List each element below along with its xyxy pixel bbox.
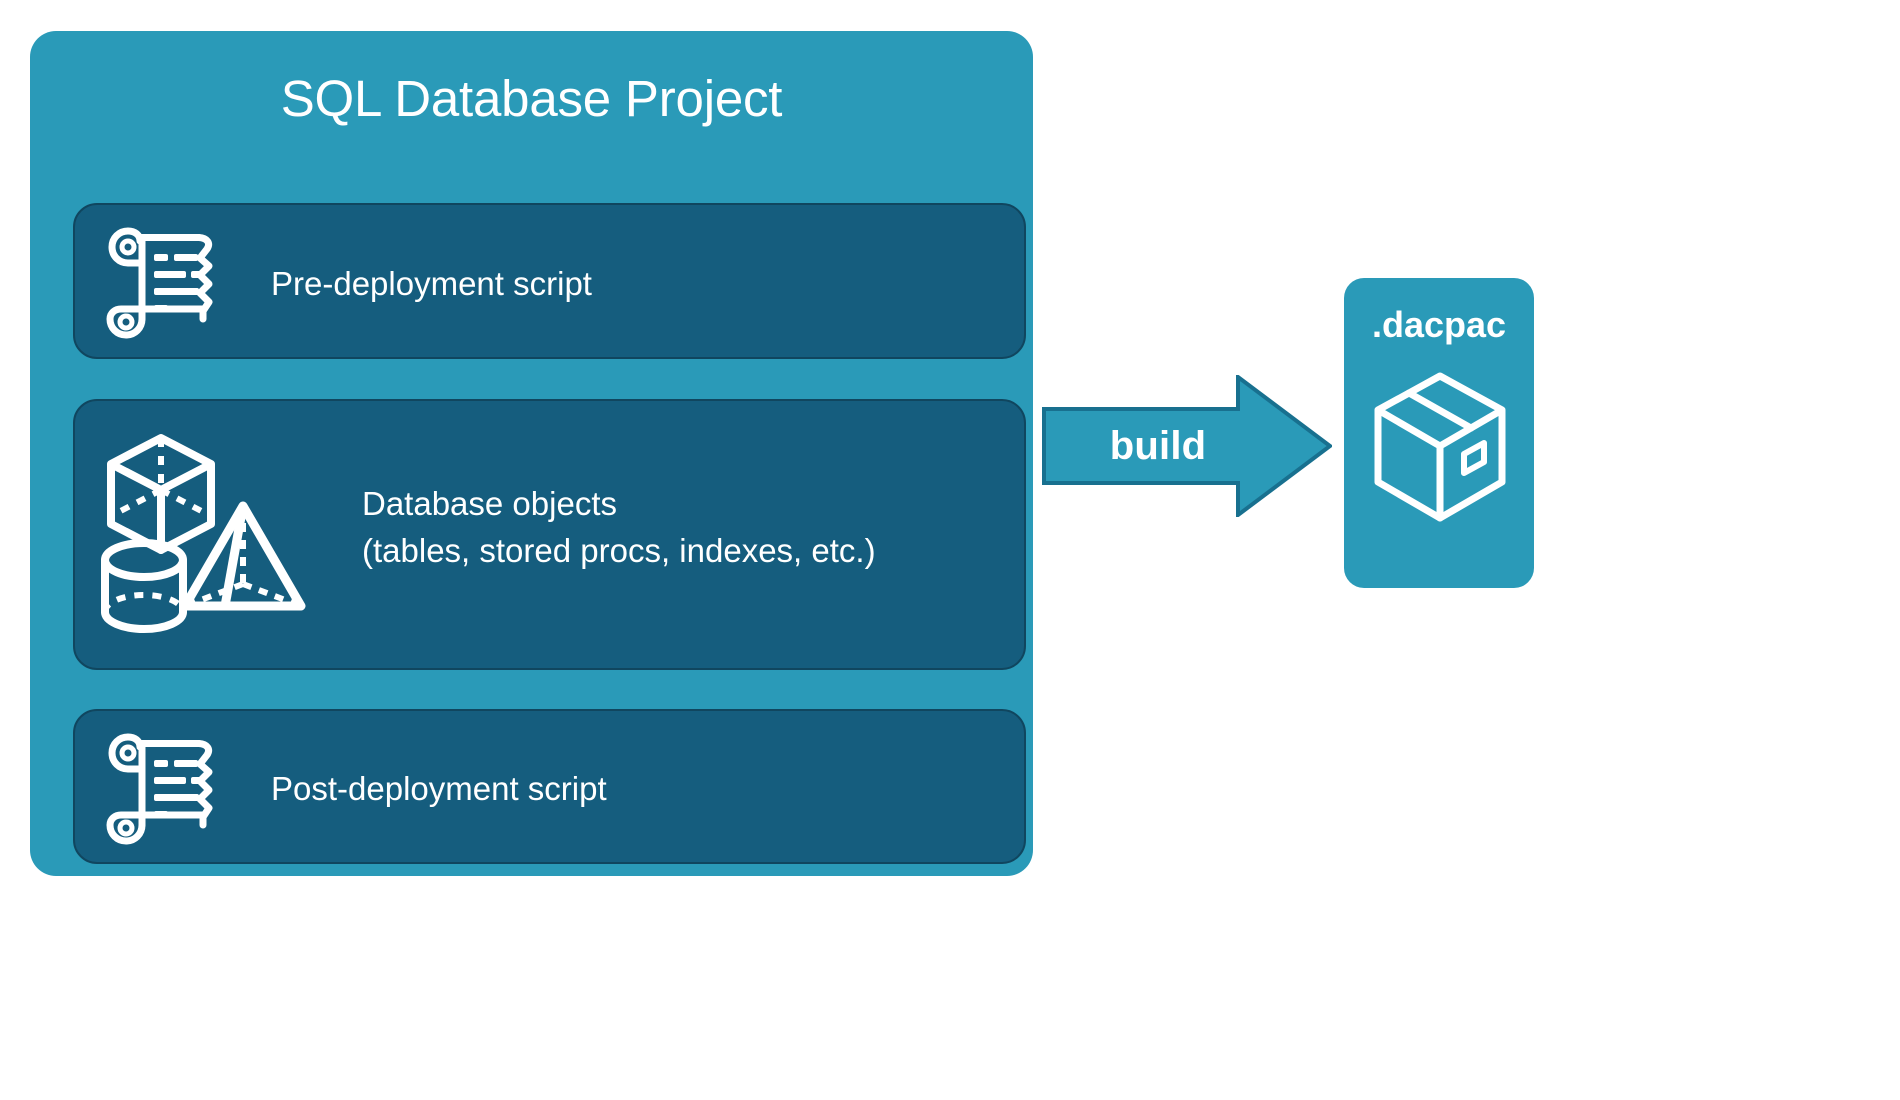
row-database-objects: Database objects (tables, stored procs, … (73, 399, 1026, 670)
dacpac-output-card: .dacpac (1344, 278, 1534, 588)
package-box-icon (1370, 370, 1510, 535)
row-post-deployment-label: Post-deployment script (271, 770, 607, 807)
right-arrow-icon (1042, 373, 1334, 519)
dacpac-title: .dacpac (1371, 304, 1507, 345)
sql-database-project-card: SQL Database Project (30, 31, 1033, 876)
row-pre-deployment-label: Pre-deployment script (271, 265, 592, 302)
scroll-icon (95, 733, 235, 850)
row-pre-deployment: Pre-deployment script (73, 203, 1026, 359)
row-database-objects-label: Database objects (tables, stored procs, … (362, 485, 876, 569)
page-title: SQL Database Project (280, 70, 783, 127)
row-post-deployment: Post-deployment script (73, 709, 1026, 864)
scroll-icon (95, 227, 235, 344)
shapes-icon (89, 426, 349, 653)
